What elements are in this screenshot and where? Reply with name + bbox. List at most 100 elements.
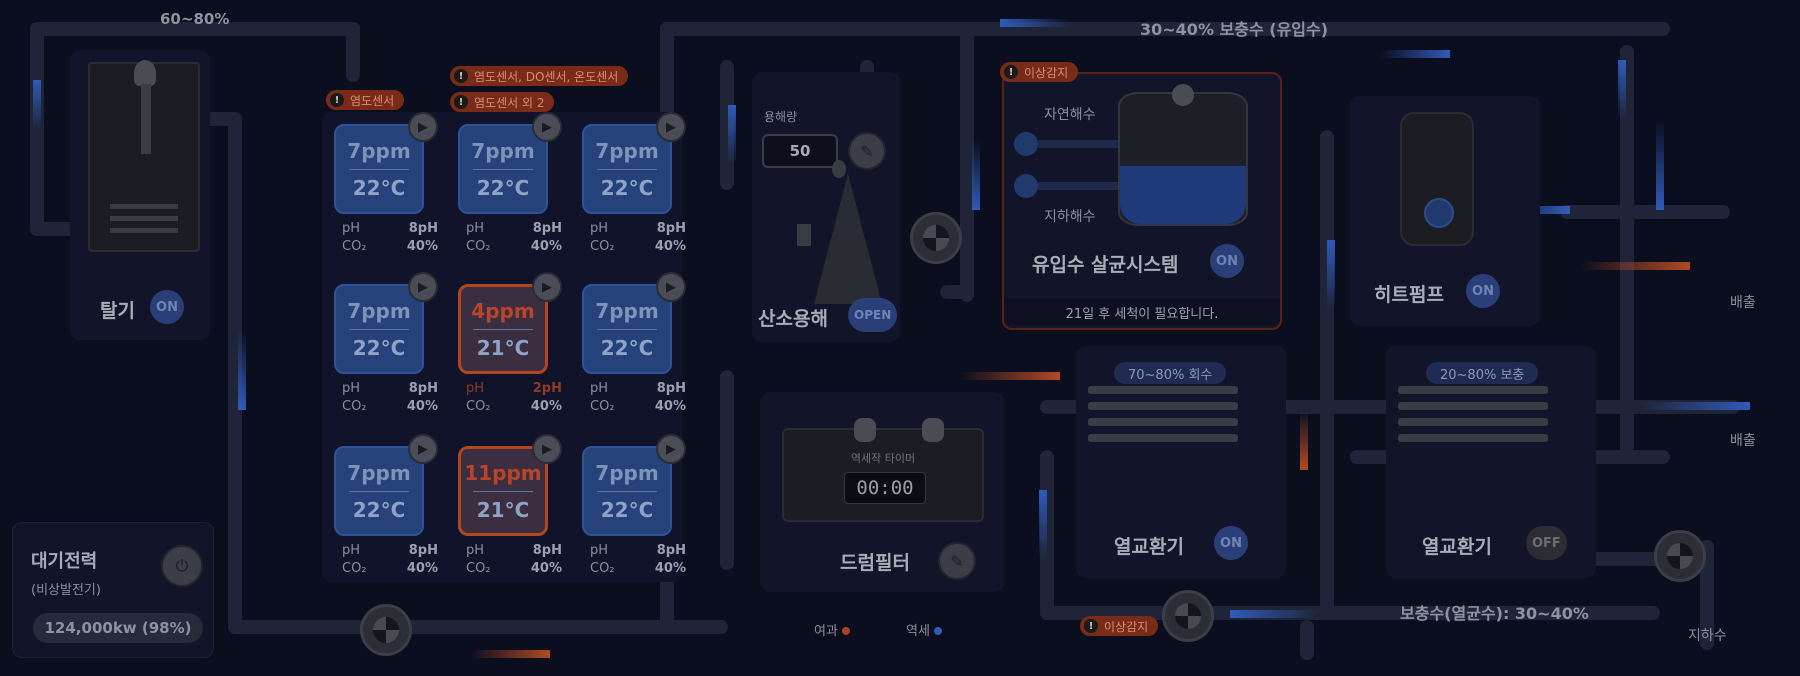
tank-ph: 8pH xyxy=(408,381,438,396)
pump-icon[interactable] xyxy=(910,212,962,264)
pipe xyxy=(940,285,970,299)
flow-arrow-up xyxy=(1327,240,1335,310)
camera-icon[interactable]: ▶ xyxy=(656,112,686,142)
degasser-pipe xyxy=(141,84,151,154)
tank-ph-label: pH xyxy=(590,543,609,558)
camera-icon[interactable]: ▶ xyxy=(656,434,686,464)
flow-arrow-up xyxy=(1618,60,1626,120)
sensor-badge-salinity[interactable]: !염도센서 xyxy=(326,90,405,110)
hx2-status-toggle[interactable]: OFF xyxy=(1526,526,1567,560)
hx-bar xyxy=(1398,386,1548,394)
pipe xyxy=(1300,620,1314,660)
heat-pump-status-toggle[interactable]: ON xyxy=(1466,274,1500,308)
degasser-panel: 탈기 ON xyxy=(70,50,210,340)
tank-ph-label: pH xyxy=(466,221,485,236)
drum-filter-timer-value: 00:00 xyxy=(844,472,926,504)
flow-arrow-left xyxy=(1000,19,1070,27)
oxygen-status-toggle[interactable]: OPEN xyxy=(848,298,898,332)
degasser-status-toggle[interactable]: ON xyxy=(150,290,184,324)
hx1-title: 열교환기 xyxy=(1114,536,1184,558)
discharge-label: 배출 xyxy=(1730,295,1756,311)
hx2-badge: 20~80% 보충 xyxy=(1426,362,1539,384)
oxygen-amount-input[interactable]: 50 xyxy=(762,134,838,168)
hx-bar xyxy=(1088,418,1238,426)
hx-bar xyxy=(1398,434,1548,442)
tank-co2-label: CO₂ xyxy=(342,399,367,414)
camera-icon[interactable]: ▶ xyxy=(532,272,562,302)
heat-pump-panel: 히트펌프 ON xyxy=(1350,96,1540,326)
sterilizer-status-toggle[interactable]: ON xyxy=(1210,244,1244,278)
edit-icon[interactable]: ✎ xyxy=(938,542,976,580)
degasser-tank xyxy=(88,60,200,252)
sensor-badge-multi[interactable]: !염도센서, DO센서, 온도센서 xyxy=(450,66,629,86)
tank-divider xyxy=(597,328,657,330)
hx1-status-toggle[interactable]: ON xyxy=(1214,526,1248,560)
camera-icon[interactable]: ▶ xyxy=(408,112,438,142)
edit-icon[interactable]: ✎ xyxy=(848,132,886,170)
pump-alert-badge[interactable]: !이상감지 xyxy=(1080,616,1159,636)
tank-ppm: 7ppm xyxy=(595,298,659,323)
tank-ph: 8pH xyxy=(656,221,686,236)
hx2-body xyxy=(1398,386,1548,466)
pump-icon[interactable] xyxy=(1654,530,1706,582)
tank-ph: 8pH xyxy=(408,543,438,558)
pipe xyxy=(1320,130,1334,620)
heat-pump-body xyxy=(1400,112,1474,246)
oxygen-cone-cap xyxy=(832,160,846,178)
camera-icon[interactable]: ▶ xyxy=(408,272,438,302)
flow-label-supply: 보충수(열균수): 30~40% xyxy=(1400,604,1589,623)
pipe xyxy=(960,22,974,302)
tank-divider xyxy=(473,490,533,492)
tank-divider xyxy=(349,490,409,492)
pump-blade xyxy=(1175,603,1201,629)
power-icon[interactable]: ⏻ xyxy=(161,545,203,587)
tank-divider xyxy=(473,168,533,170)
camera-icon[interactable]: ▶ xyxy=(656,272,686,302)
camera-icon[interactable]: ▶ xyxy=(408,434,438,464)
degasser-title: 탈기 xyxy=(100,300,135,322)
tank-ph: 2pH xyxy=(532,381,562,396)
pump-icon[interactable] xyxy=(360,604,412,656)
camera-icon[interactable]: ▶ xyxy=(532,434,562,464)
tank-co2-label: CO₂ xyxy=(590,239,615,254)
sterilizer-tank xyxy=(1118,84,1248,226)
hx1-badge: 70~80% 회수 xyxy=(1114,362,1227,384)
legend-filter-label: 여과 xyxy=(814,624,838,639)
hx1-panel: 열교환기 ON xyxy=(1076,346,1286,578)
legend-filter-dot xyxy=(842,627,851,635)
sensor-badge-extra[interactable]: !염도센서 외 2 xyxy=(450,92,555,112)
drum-filter-panel: 역세작 타이머 00:00 드럼필터 ✎ xyxy=(760,392,1004,592)
pump-icon[interactable] xyxy=(1162,590,1214,642)
camera-icon[interactable]: ▶ xyxy=(532,112,562,142)
degasser-nozzle xyxy=(134,60,156,86)
pipe xyxy=(228,620,728,634)
sterilizer-ground-label: 지하해수 xyxy=(1044,209,1096,225)
tank-temp: 21°C xyxy=(476,497,530,522)
pump-blade xyxy=(1667,543,1693,569)
oxygen-title: 산소용해 xyxy=(758,308,828,330)
inlet-pipe xyxy=(1038,182,1128,190)
inlet-natural xyxy=(1014,132,1038,156)
standby-power-title: 대기전력 xyxy=(31,551,98,572)
sterilizer-alert-badge[interactable]: !이상감지 xyxy=(1000,62,1079,82)
